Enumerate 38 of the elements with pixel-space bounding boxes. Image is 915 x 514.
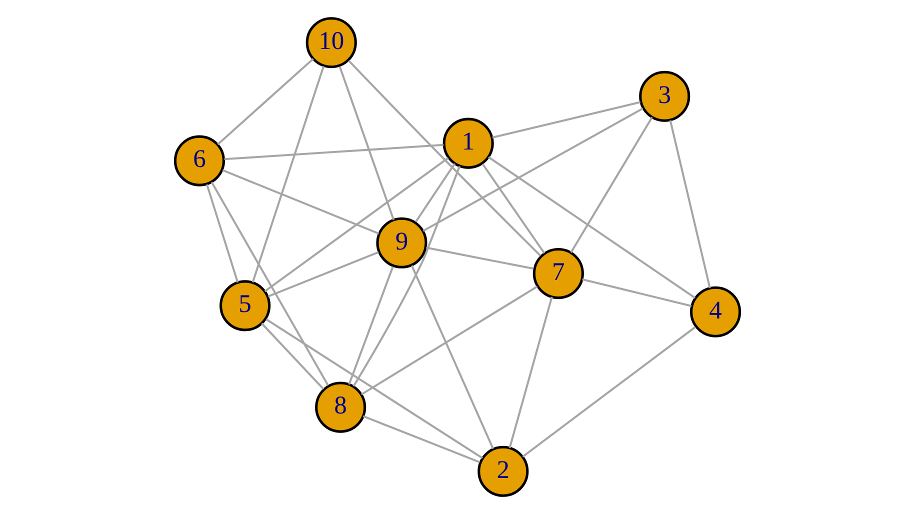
connector <box>582 278 692 307</box>
node-circle: 3 <box>639 70 690 122</box>
node-circle: 7 <box>532 248 584 300</box>
node-circle: 2 <box>478 446 529 497</box>
connector <box>222 169 380 235</box>
connector <box>264 157 449 292</box>
connector <box>217 58 314 146</box>
connector <box>348 60 542 256</box>
connector <box>260 322 324 390</box>
connector <box>210 182 329 386</box>
connector <box>422 108 644 232</box>
connector <box>488 156 696 299</box>
connector <box>266 318 483 459</box>
node-circle: 8 <box>315 382 366 433</box>
node-circle: 10 <box>306 17 357 68</box>
connector <box>522 326 696 458</box>
node-circle: 9 <box>376 217 428 268</box>
connector <box>492 101 641 139</box>
node-circle: 4 <box>690 286 742 338</box>
connector <box>252 66 325 283</box>
connector <box>414 163 456 222</box>
node-circle: 1 <box>442 118 494 169</box>
connector <box>570 116 653 254</box>
connector <box>669 120 711 288</box>
connector <box>426 246 534 270</box>
connector <box>352 166 461 387</box>
connector <box>206 184 239 283</box>
connector <box>360 286 538 396</box>
node-circle: 5 <box>220 280 271 332</box>
connector <box>362 415 480 464</box>
connector <box>338 66 395 220</box>
connector <box>268 251 379 298</box>
connector <box>508 296 553 448</box>
connector <box>410 265 494 450</box>
connector <box>224 144 444 160</box>
connector <box>348 266 394 385</box>
node-circle: 6 <box>174 135 225 186</box>
connector <box>482 163 546 254</box>
